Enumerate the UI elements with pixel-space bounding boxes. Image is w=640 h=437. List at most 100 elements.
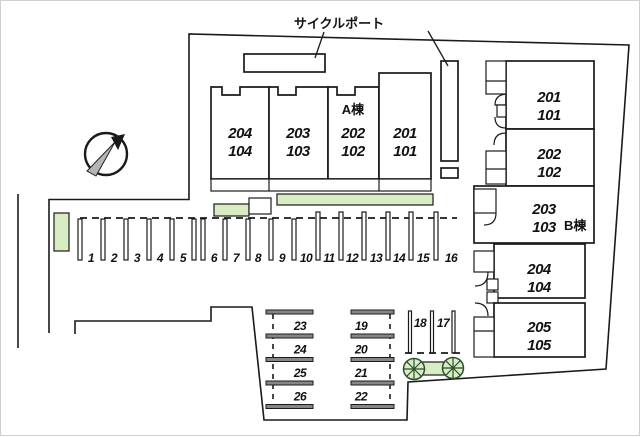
parking-spot-25: 25 [293, 366, 307, 380]
parking-spot-6: 6 [211, 251, 218, 265]
parking-spot-8: 8 [255, 251, 262, 265]
unit-a-204: 204 [227, 125, 253, 142]
unit-b-204: 204 [526, 261, 552, 278]
parking-spot-24: 24 [293, 343, 307, 357]
door-arc [494, 116, 507, 129]
tree-icon [441, 356, 465, 380]
building-a: A棟 204 104 203 103 202 102 201 101 [210, 72, 432, 192]
parking-divider [385, 211, 391, 261]
unit-a-202: 202 [340, 125, 366, 142]
unit-a-103: 103 [286, 143, 311, 160]
parking-pair-17-18: 18 17 [405, 310, 463, 354]
unit-b-203: 203 [531, 201, 557, 218]
parking-divider [169, 218, 175, 261]
building-b-porch-204 [473, 250, 495, 273]
site-boundary [48, 33, 630, 421]
cycle-port-pointer-right [427, 30, 449, 67]
parking-divider [100, 218, 106, 261]
parking-divider [338, 211, 344, 261]
parking-spot-2: 2 [110, 251, 118, 265]
building-b-label: B棟 [564, 218, 587, 233]
parking-stop-bar [265, 380, 314, 386]
building-a-balcony-strip [210, 178, 432, 192]
parking-divider [291, 218, 297, 261]
unit-b-102: 102 [537, 164, 562, 181]
entry-step [486, 278, 499, 291]
building-a-label: A棟 [342, 102, 365, 117]
parking-spot-15: 15 [417, 251, 430, 265]
parking-spot-14: 14 [393, 251, 406, 265]
entry-step [486, 291, 499, 304]
parking-spot-19: 19 [355, 319, 368, 333]
parking-main-row: 1 2 3 4 5 6 7 8 9 10 11 12 13 14 15 16 [77, 211, 458, 265]
unit-b-202: 202 [536, 146, 562, 163]
cycle-port-a [243, 53, 326, 73]
building-b-unit-204 [493, 243, 586, 299]
parking-stop-bar [265, 404, 314, 409]
unit-b-205: 205 [526, 319, 552, 336]
parking-spot-23: 23 [293, 319, 307, 333]
cycle-port-b [440, 60, 459, 162]
parking-spot-7: 7 [233, 251, 241, 265]
building-a-unit-201 [378, 72, 432, 180]
parking-stop-bar [350, 309, 395, 315]
parking-divider [433, 211, 439, 261]
unit-a-201: 201 [392, 125, 417, 142]
compass [83, 131, 129, 177]
building-b-unit-205 [493, 302, 586, 358]
parking-spot-5: 5 [180, 251, 187, 265]
parking-col-23-26: 23 24 25 26 [265, 309, 314, 409]
compass-north-arrow-icon [111, 134, 125, 150]
parking-divider [268, 218, 274, 261]
unit-a-104: 104 [228, 143, 253, 160]
unit-b-103: 103 [532, 219, 557, 236]
unit-a-203: 203 [285, 125, 311, 142]
parking-spot-1: 1 [88, 251, 95, 265]
unit-a-101: 101 [393, 143, 417, 160]
parking-divider [315, 211, 321, 261]
tree-icon [402, 357, 426, 381]
parking-spot-16: 16 [445, 251, 458, 265]
parking-spot-10: 10 [300, 251, 313, 265]
parking-spot-12: 12 [346, 251, 359, 265]
entry-step [496, 104, 507, 118]
parking-stop-bar [265, 333, 314, 339]
parking-spot-20: 20 [354, 343, 368, 357]
door-arc [474, 271, 489, 287]
parking-divider [200, 218, 206, 261]
utility-box [248, 197, 272, 215]
door-arc [493, 132, 507, 146]
unit-b-104: 104 [527, 279, 552, 296]
parking-divider [429, 310, 435, 354]
unit-a-102: 102 [341, 143, 366, 160]
parking-spot-26: 26 [293, 390, 307, 404]
greenery [53, 193, 465, 381]
parking-stop-bar [350, 357, 395, 362]
unit-b-101: 101 [537, 107, 561, 124]
parking-stop-bar [265, 309, 314, 315]
parking-divider [77, 218, 83, 261]
parking-spot-11: 11 [323, 251, 335, 265]
parking-col-19-22: 19 20 21 22 [350, 309, 395, 409]
parking-spot-18: 18 [414, 316, 427, 330]
parking-divider [408, 211, 414, 261]
parking-stop-bar [350, 404, 395, 409]
parking-divider [222, 218, 228, 261]
compass-needle [86, 141, 116, 177]
parking-spot-17: 17 [437, 316, 451, 330]
parking-divider [123, 218, 129, 261]
parking-stop-bar [350, 380, 395, 386]
parking-spot-9: 9 [279, 251, 286, 265]
planting-strip-left [53, 212, 70, 252]
parking-spot-4: 4 [156, 251, 164, 265]
parking-divider [407, 310, 413, 354]
parking-spot-3: 3 [134, 251, 141, 265]
planting-strip-small [213, 203, 250, 217]
door-arc [483, 212, 497, 226]
building-b-porch-205 [473, 316, 495, 358]
building-b-unit-202 [505, 128, 595, 187]
parking-divider [146, 218, 152, 261]
building-b: 201 101 202 102 203 103 B棟 204 104 205 1… [473, 60, 595, 358]
